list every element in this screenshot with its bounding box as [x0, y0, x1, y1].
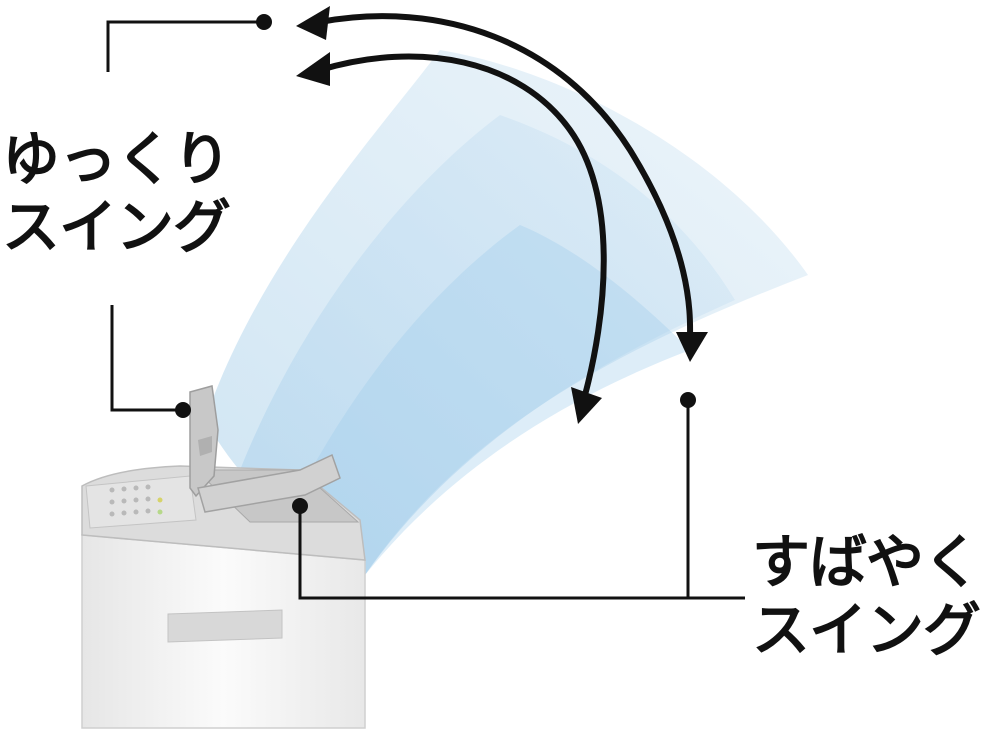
slow-swing-arrowhead-top [296, 6, 330, 40]
airflow-mid-band [240, 115, 735, 575]
upper-louver-hinge [198, 436, 212, 456]
fast-swing-arrowhead-bottom [571, 387, 602, 424]
fast-swing-arrowhead-top [296, 52, 330, 86]
slow-swing-dot-louver [175, 402, 191, 418]
fast-swing-dot-arrow [680, 392, 696, 408]
slow-swing-dot-top [256, 14, 272, 30]
swing-arrows [296, 6, 708, 424]
slow-swing-leader [106, 20, 264, 412]
slow-swing-label-line2: スイング [2, 193, 231, 261]
fast-swing-leader [298, 402, 745, 600]
dehumidifier-illustration [81, 385, 366, 729]
fast-swing-label-line1: すばやく [752, 528, 981, 596]
slow-swing-arrow-icon [317, 13, 694, 343]
airflow-fan [205, 50, 808, 575]
lower-louver [197, 453, 341, 513]
fast-swing-arrow-icon [317, 53, 607, 398]
slow-swing-label: ゆっくり スイング [2, 125, 231, 261]
device-handle-recess [167, 609, 283, 643]
slow-swing-label-line1: ゆっくり [2, 125, 231, 193]
fast-swing-label: すばやく スイング [752, 528, 981, 664]
fast-swing-label-line2: スイング [752, 596, 981, 664]
slow-swing-arrowhead-bottom [676, 332, 708, 362]
airflow-core-band [290, 225, 690, 575]
fast-swing-dot-louver [292, 498, 308, 514]
control-buttons [109, 484, 163, 517]
